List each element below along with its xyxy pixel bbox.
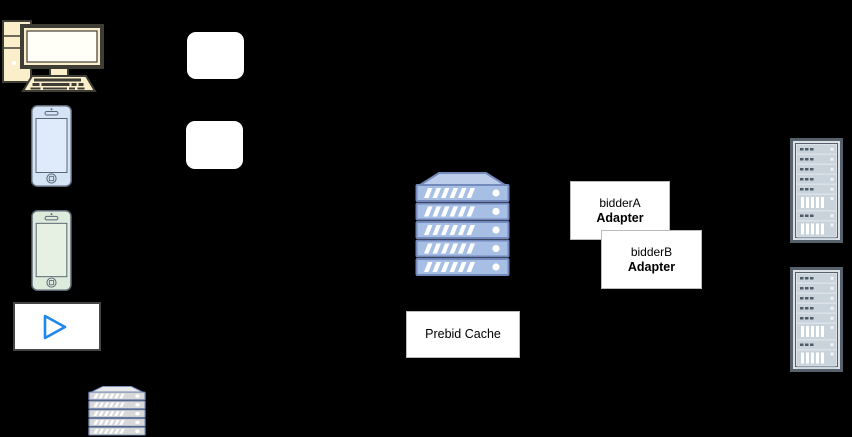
bidder-b-type-label: Adapter [627, 259, 676, 274]
prebid-cache-label: Prebid Cache [425, 327, 501, 341]
white-rounded-box-top [187, 32, 244, 79]
server-stack-blue-icon [415, 170, 510, 277]
smartphone-blue-icon [31, 105, 72, 187]
bidder-b-name: bidderB [630, 244, 673, 259]
server-rack-bottom-icon [790, 267, 843, 372]
server-rack-top-icon [790, 138, 843, 243]
white-rounded-box-bottom [186, 121, 243, 169]
server-stack-gray-icon [88, 385, 146, 436]
video-play-icon [13, 302, 101, 351]
desktop-computer-icon [2, 14, 104, 94]
smartphone-green-icon [31, 210, 72, 291]
prebid-cache-node: Prebid Cache [406, 311, 520, 358]
bidder-a-name: bidderA [599, 195, 641, 210]
bidder-a-type-label: Adapter [596, 210, 644, 225]
bidder-b-adapter-node: bidderB Adapter [601, 230, 702, 289]
